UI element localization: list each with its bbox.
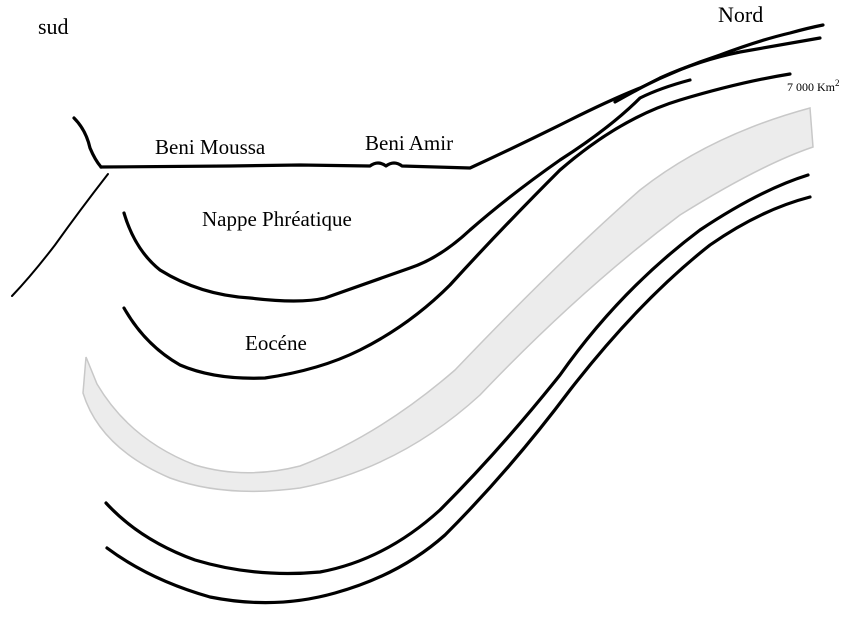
- aquifer-line-3: [105, 195, 812, 605]
- aquifer-line-1: [122, 72, 792, 380]
- label-beni-amir: Beni Amir: [365, 131, 454, 155]
- fault-line-upper: [72, 116, 103, 169]
- surface-line: [99, 23, 825, 170]
- upper-slope-line: [613, 36, 822, 104]
- aquifer-line-2: [104, 173, 810, 576]
- label-water-table: Nappe Phréatique: [202, 207, 352, 231]
- label-area-value: 7 000 Km: [787, 80, 835, 94]
- label-beni-moussa: Beni Moussa: [155, 135, 266, 159]
- label-area: 7 000 Km2: [787, 78, 840, 95]
- label-north: Nord: [718, 2, 764, 27]
- water-table-line: [122, 78, 692, 303]
- fault-line-lower: [11, 173, 109, 297]
- label-area-exponent: 2: [835, 78, 840, 88]
- label-eocene: Eocéne: [245, 331, 307, 355]
- shaded-stratum-band: [82, 107, 814, 493]
- label-south: sud: [38, 14, 69, 39]
